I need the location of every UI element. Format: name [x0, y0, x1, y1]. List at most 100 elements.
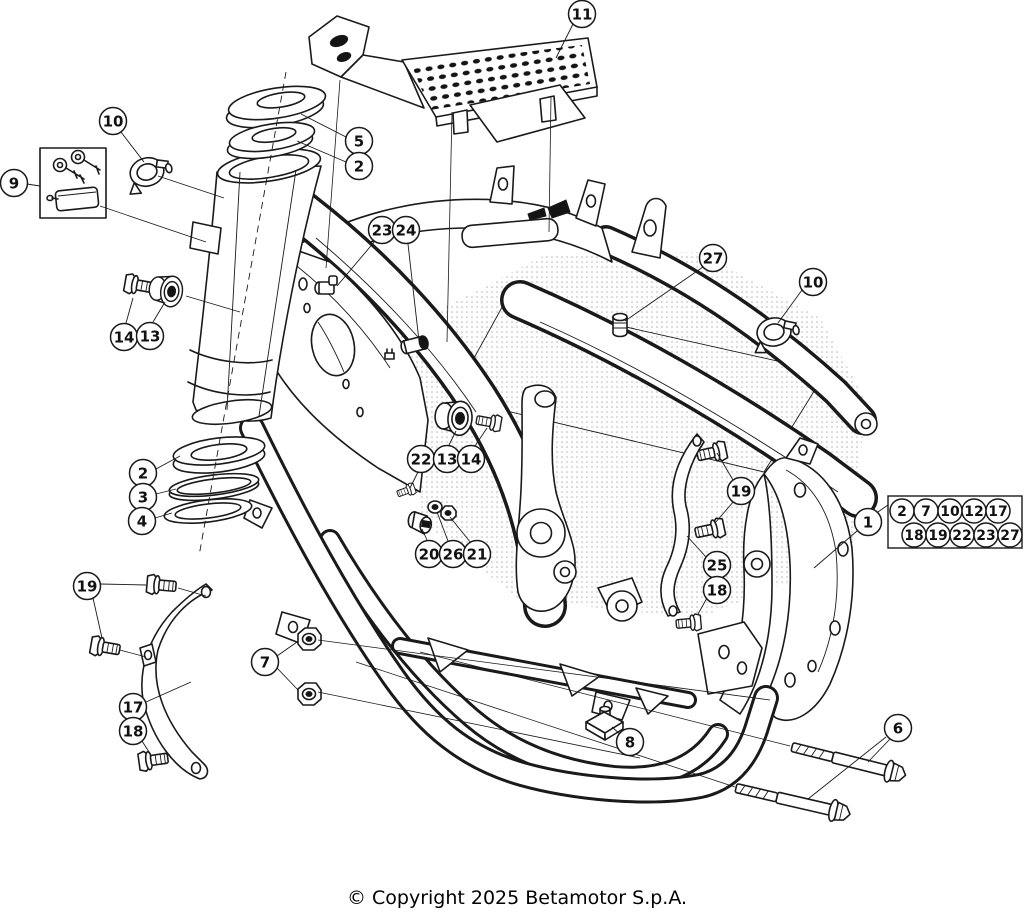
- legend-item-27[interactable]: 27: [997, 522, 1023, 548]
- callout-number: 13: [437, 450, 458, 468]
- callout-number: 14: [114, 328, 135, 346]
- callout-circle[interactable]: [250, 647, 280, 677]
- callout-24[interactable]: 24: [391, 215, 421, 245]
- callout-14[interactable]: 14: [109, 322, 139, 352]
- callout-21[interactable]: 21: [462, 539, 492, 569]
- callout-14[interactable]: 14: [456, 444, 486, 474]
- assembly-line: [325, 79, 341, 269]
- callout-22[interactable]: 22: [406, 444, 436, 474]
- plug-27: [612, 312, 628, 338]
- leader-line: [300, 113, 347, 138]
- assembly-line: [548, 95, 552, 233]
- legend-circle[interactable]: [985, 498, 1011, 524]
- frame-artwork: [39, 15, 909, 826]
- callout-18[interactable]: 18: [702, 575, 732, 605]
- leader-line: [409, 471, 419, 489]
- callout-2[interactable]: 2: [344, 151, 374, 181]
- leader-line: [99, 583, 147, 586]
- callout-4[interactable]: 4: [127, 506, 157, 536]
- callout-circle[interactable]: [567, 0, 597, 29]
- assembly-line: [317, 639, 771, 701]
- brace-17: [139, 583, 213, 780]
- callout-circle[interactable]: [456, 444, 486, 474]
- callout-number: 18: [123, 722, 144, 740]
- legend-item-17[interactable]: 17: [985, 498, 1011, 524]
- assembly-line: [99, 205, 207, 243]
- front-gusset-plate: [261, 237, 429, 493]
- callout-circle[interactable]: [615, 727, 645, 757]
- callout-19[interactable]: 19: [726, 476, 756, 506]
- callout-number: 24: [396, 221, 417, 239]
- callout-number: 10: [803, 273, 824, 291]
- callout-circle[interactable]: [462, 539, 492, 569]
- callout-2[interactable]: 2: [128, 458, 158, 488]
- callout-10[interactable]: 10: [98, 106, 128, 136]
- callout-circle[interactable]: [72, 571, 102, 601]
- callout-circle[interactable]: [98, 106, 128, 136]
- callout-circle[interactable]: [135, 321, 165, 351]
- skid-plate: [308, 15, 598, 143]
- callout-circle[interactable]: [344, 151, 374, 181]
- bolt-19-left-lower: [88, 634, 123, 661]
- callout-circle[interactable]: [726, 476, 756, 506]
- legend-item-7[interactable]: 7: [913, 498, 939, 524]
- callout-8[interactable]: 8: [615, 727, 645, 757]
- callout-1[interactable]: 1: [853, 507, 883, 537]
- callout-23[interactable]: 23: [367, 215, 397, 245]
- callout-6[interactable]: 6: [883, 713, 913, 743]
- callout-circle[interactable]: [883, 713, 913, 743]
- callout-circle[interactable]: [698, 243, 728, 273]
- leader-line: [276, 667, 299, 691]
- callout-19[interactable]: 19: [72, 571, 102, 601]
- leader-line: [449, 516, 472, 544]
- callout-number: 25: [707, 556, 728, 574]
- clevis-20: [407, 511, 433, 535]
- legend-item-10[interactable]: 10: [937, 498, 963, 524]
- nut-7-upper: [297, 627, 322, 651]
- callout-circle[interactable]: [0, 168, 29, 198]
- callout-number: 19: [731, 482, 752, 500]
- clip-small: [384, 348, 395, 360]
- assembly-line: [119, 649, 147, 658]
- leader-line: [145, 681, 192, 703]
- legend-item-19[interactable]: 19: [925, 522, 951, 548]
- legend-item-2[interactable]: 2: [889, 498, 915, 524]
- callout-number: 21: [467, 545, 488, 563]
- callout-9[interactable]: 9: [0, 168, 29, 198]
- key-lock-set: [39, 147, 107, 219]
- callout-circle[interactable]: [391, 215, 421, 245]
- callout-10[interactable]: 10: [798, 267, 828, 297]
- callout-18[interactable]: 18: [118, 716, 148, 746]
- callout-7[interactable]: 7: [250, 647, 280, 677]
- callout-17[interactable]: 17: [118, 692, 148, 722]
- callout-27[interactable]: 27: [698, 243, 728, 273]
- legend-item-22[interactable]: 22: [949, 522, 975, 548]
- elbow-bolt-23: [314, 275, 338, 295]
- legend-item-12[interactable]: 12: [961, 498, 987, 524]
- callout-20[interactable]: 20: [414, 539, 444, 569]
- callout-circle[interactable]: [798, 267, 828, 297]
- callout-number: 19: [77, 577, 98, 595]
- legend-item-23[interactable]: 23: [973, 522, 999, 548]
- nut-21: [440, 505, 457, 521]
- callout-5[interactable]: 5: [344, 126, 374, 156]
- callout-26[interactable]: 26: [438, 539, 468, 569]
- bolt-18-left: [136, 747, 170, 773]
- callout-25[interactable]: 25: [702, 550, 732, 580]
- callout-circle[interactable]: [118, 716, 148, 746]
- legend-item-18[interactable]: 18: [901, 522, 927, 548]
- legend-circle[interactable]: [997, 522, 1023, 548]
- callout-3[interactable]: 3: [128, 482, 158, 512]
- callout-13[interactable]: 13: [135, 321, 165, 351]
- callout-number: 2: [138, 464, 148, 482]
- leader-line: [474, 427, 488, 447]
- callout-circle[interactable]: [702, 575, 732, 605]
- cradle-tubes: [239, 415, 779, 804]
- callout-number: 11: [572, 5, 593, 23]
- callout-circle[interactable]: [127, 506, 157, 536]
- callout-13[interactable]: 13: [432, 444, 462, 474]
- callout-11[interactable]: 11: [567, 0, 597, 29]
- callout-circle[interactable]: [853, 507, 883, 537]
